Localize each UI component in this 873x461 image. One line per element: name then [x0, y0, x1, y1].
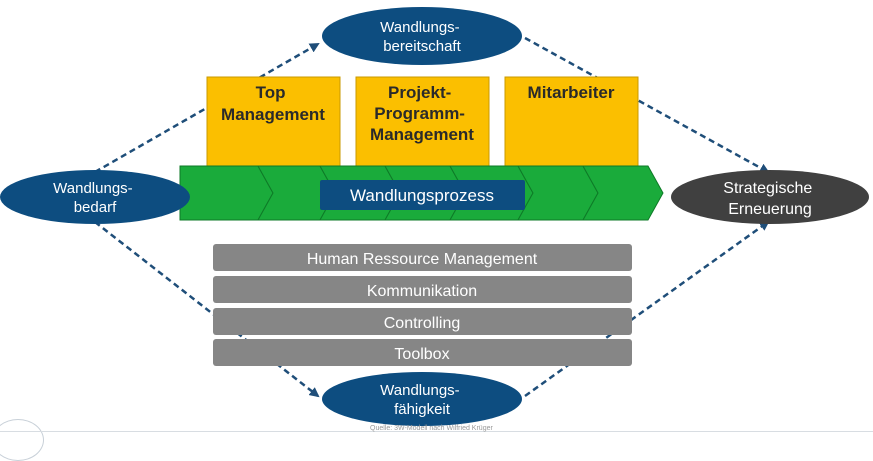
box-mitarbeiter-label: Mitarbeiter [528, 83, 615, 102]
bar-controlling [213, 308, 632, 335]
ellipse-wandlungsfaehigkeit-label: Wandlungs- fähigkeit [380, 382, 464, 418]
bar-toolbox [213, 339, 632, 366]
process-label-box [320, 180, 525, 210]
arrow-left-to-bottom [94, 221, 320, 398]
bar-hrm [213, 244, 632, 271]
arrow-top-to-right [524, 36, 770, 174]
bar-toolbox-label: Toolbox [394, 346, 449, 363]
support-bars: Human Ressource Management Kommunikation… [213, 244, 632, 366]
bottom-divider [0, 431, 873, 432]
chevron-1 [179, 165, 274, 221]
ellipse-wandlungsfaehigkeit [322, 372, 522, 426]
bar-hrm-label: Human Ressource Management [307, 251, 538, 268]
ellipse-wandlungsbedarf [0, 170, 190, 224]
ellipse-wandlungsbereitschaft-label: Wandlungs- bereitschaft [380, 19, 464, 55]
chevron-7 [582, 165, 664, 221]
box-mitarbeiter [504, 76, 639, 176]
process-label: Wandlungsprozess [350, 186, 494, 205]
source-caption: Quelle: 3W-Modell nach Wilfried Krüger [370, 425, 493, 432]
ellipse-wandlungsbedarf-label: Wandlungs- bedarf [53, 180, 137, 216]
wandlung-diagram: Top Management Projekt- Programm- Manage… [0, 7, 869, 426]
corner-decoration [0, 419, 44, 461]
box-top-management-label: Top Management [221, 83, 325, 124]
ellipse-strategische-erneuerung-label: Strategische Erneuerung [723, 180, 816, 218]
actor-boxes: Top Management Projekt- Programm- Manage… [206, 76, 639, 176]
bar-controlling-label: Controlling [384, 315, 460, 332]
box-top-management [206, 76, 341, 176]
bar-kommunikation [213, 276, 632, 303]
arrow-left-to-top [94, 42, 320, 174]
box-projekt-label: Projekt- Programm- Management [370, 83, 474, 144]
dashed-connections [94, 36, 770, 398]
ellipse-wandlungsbereitschaft [322, 7, 522, 65]
bar-kommunikation-label: Kommunikation [367, 283, 477, 300]
ellipse-strategische-erneuerung [671, 170, 869, 224]
